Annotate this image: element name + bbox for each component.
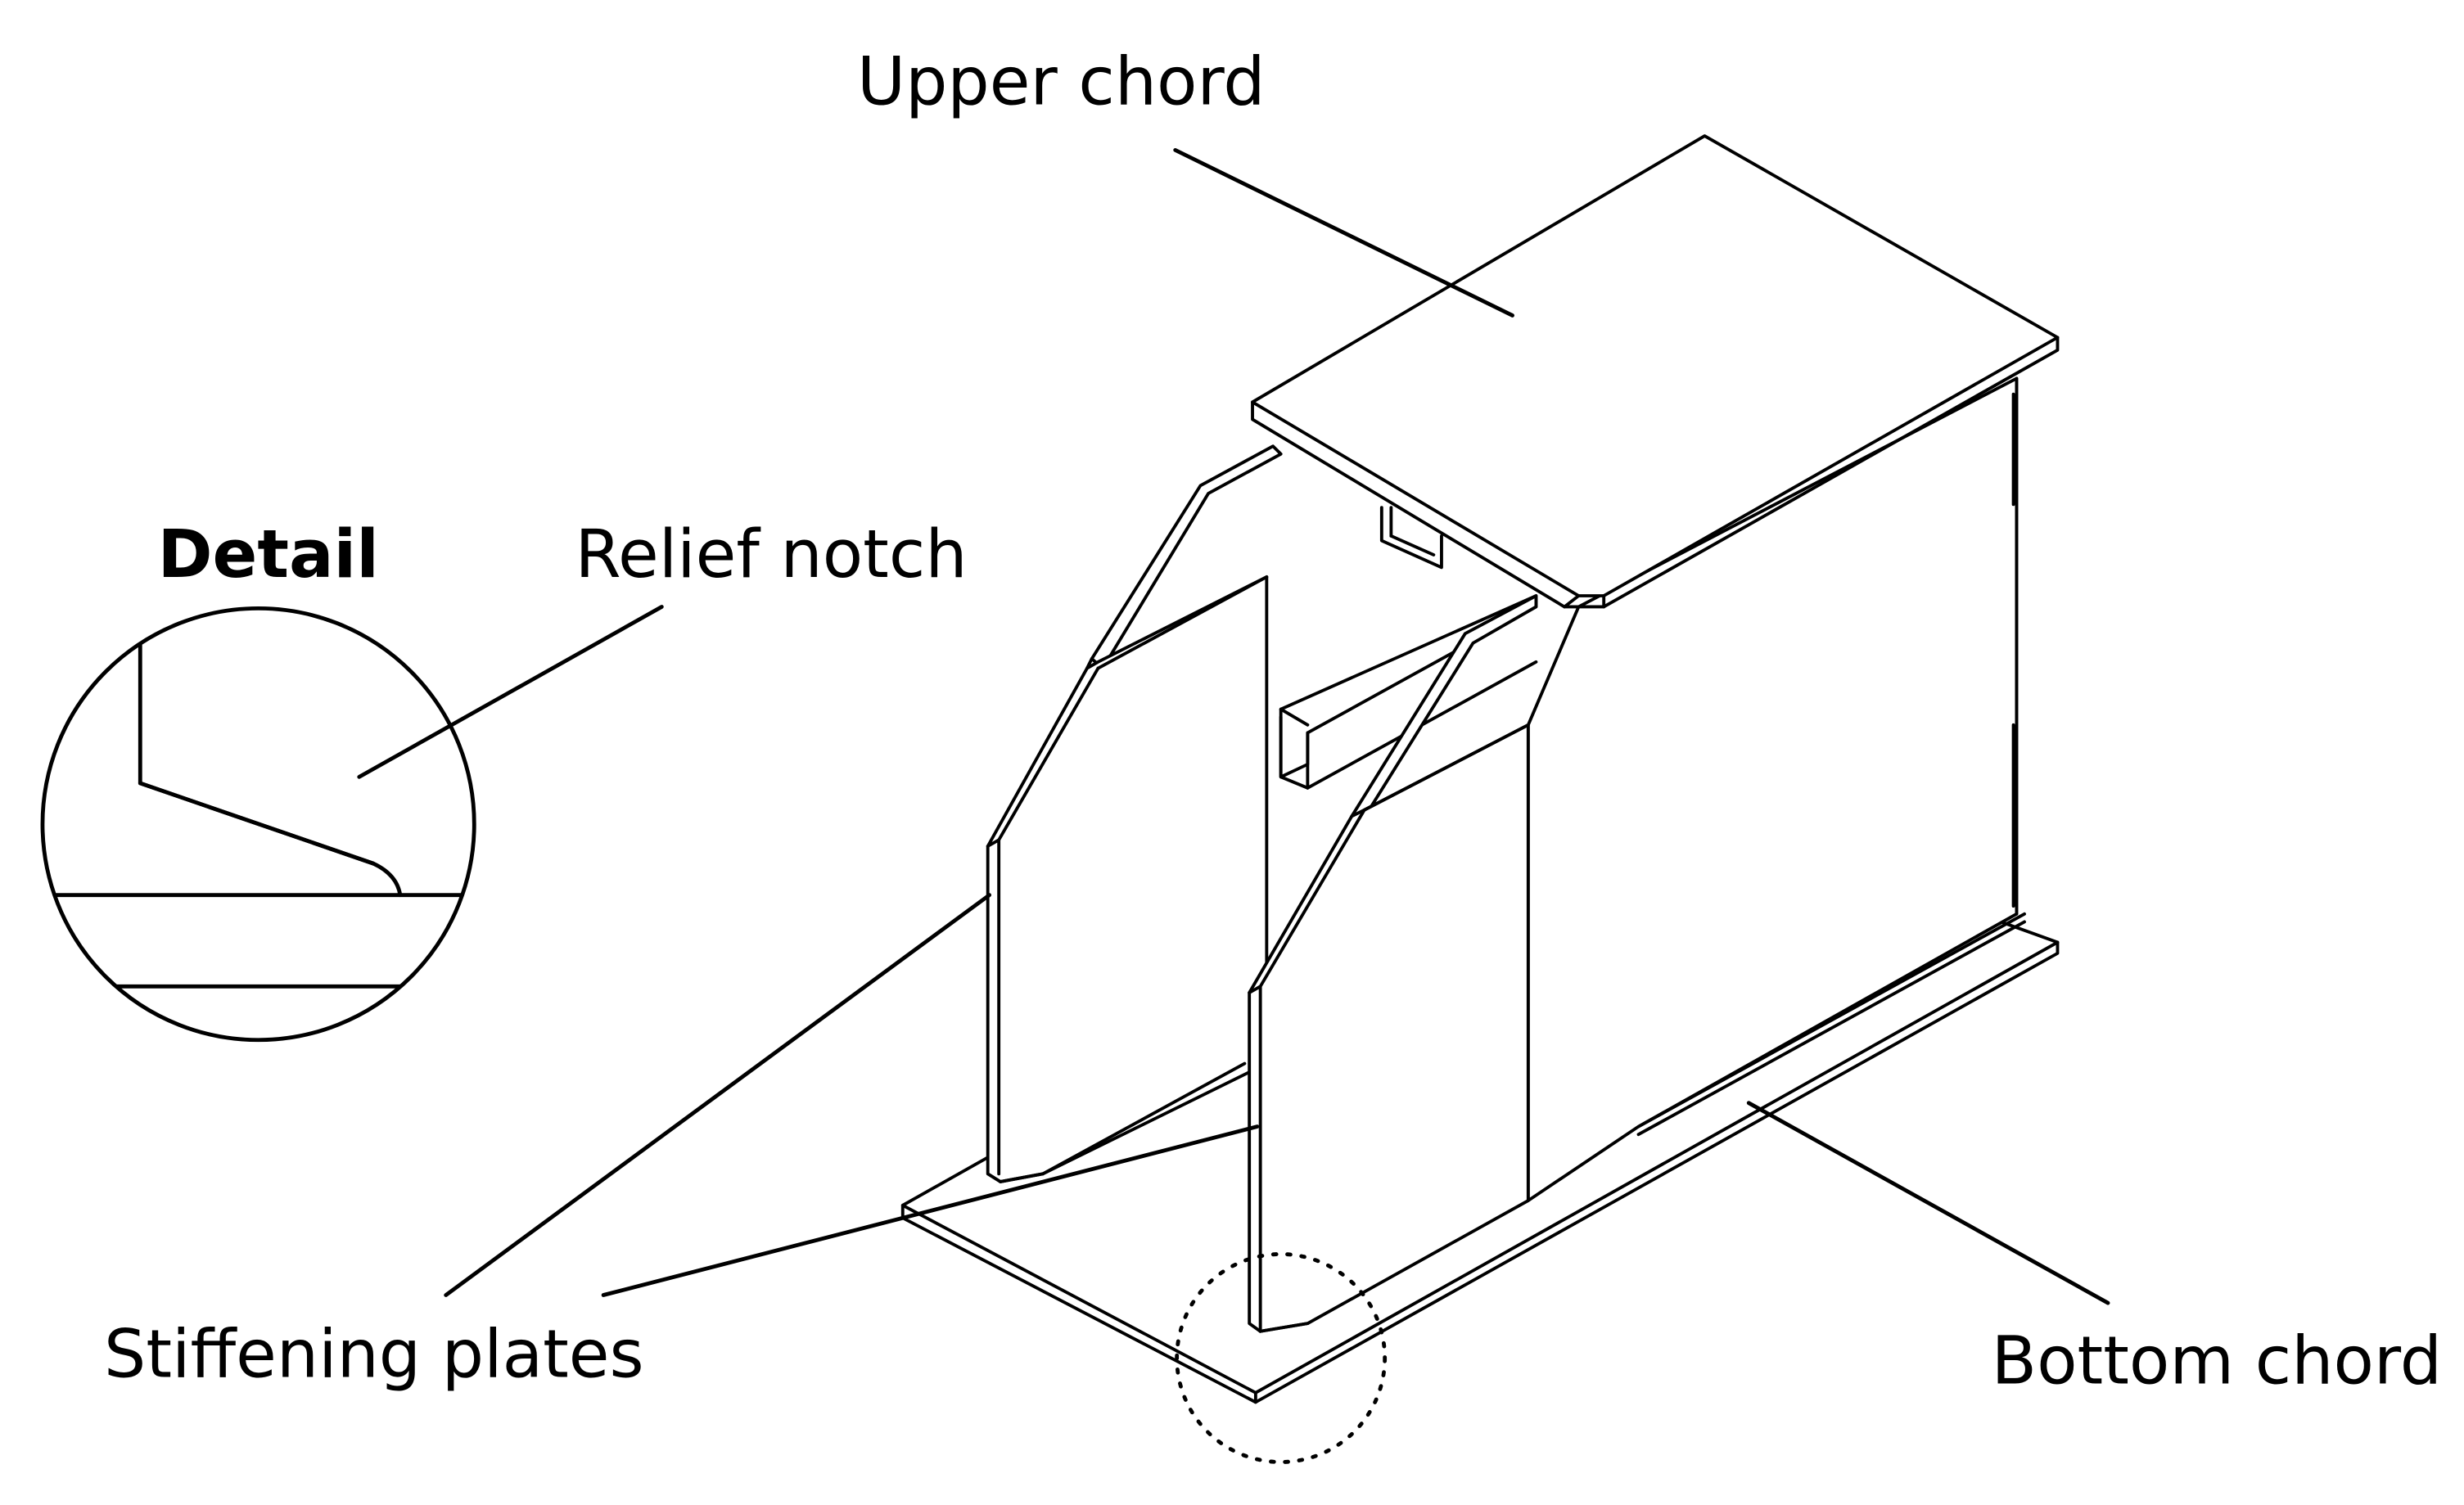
leader-upper-chord <box>1173 147 1514 318</box>
leader-bottom-chord <box>1746 1101 2110 1305</box>
leader-stiffening-left <box>444 893 992 1297</box>
upper-chord-connector <box>1379 506 1443 570</box>
detail-inset <box>40 606 476 1043</box>
detail-marker-circle <box>1175 1252 1388 1464</box>
leader-stiffening-right <box>601 1124 1260 1297</box>
label-upper-chord: Upper chord <box>857 44 1266 121</box>
label-stiffening-plates: Stiffening plates <box>104 1317 644 1394</box>
label-detail: Detail <box>157 516 379 593</box>
stiffening-plate-right <box>1248 723 1530 1333</box>
leader-relief-notch <box>357 605 664 779</box>
label-relief-notch: Relief notch <box>575 516 967 593</box>
web-plate <box>1526 376 2019 1202</box>
upper-chord-plate <box>1251 134 2060 609</box>
label-bottom-chord: Bottom chord <box>1992 1323 2442 1399</box>
